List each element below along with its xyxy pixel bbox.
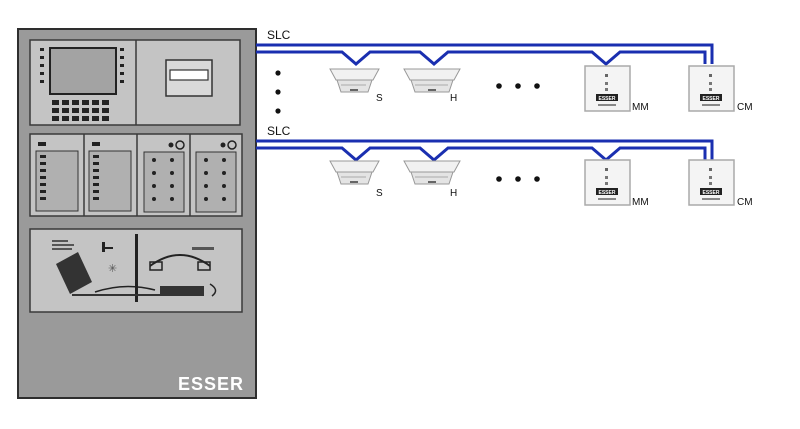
svg-text:✳: ✳ (108, 263, 117, 275)
module-plate-text: ESSER (599, 96, 616, 102)
small-printed-legend (52, 240, 214, 250)
device-label: CM (737, 197, 753, 208)
slc-loop-2: SLC S H ES (256, 124, 753, 208)
slc-label: SLC (267, 124, 291, 138)
heat-detector: H (403, 68, 461, 104)
module-plate-text: ESSER (703, 96, 720, 102)
heat-detector: H (403, 160, 461, 199)
device-label: S (376, 93, 383, 104)
slc-wire-pair (256, 43, 714, 66)
firefighter-telephone-module: ✳ (29, 228, 243, 313)
zone-led-strip-1 (35, 142, 79, 212)
monitor-module: ESSER MM (584, 65, 649, 113)
device-label: H (450, 188, 457, 199)
slc-wire-pair (256, 139, 714, 162)
indicator-modules (29, 133, 243, 217)
button-module-1 (143, 140, 185, 213)
device-label: MM (632, 102, 649, 113)
fire-alarm-control-panel: ✳ ESSER (17, 28, 257, 399)
vertical-ellipsis (275, 70, 281, 114)
button-module-2 (195, 140, 237, 213)
control-module: ESSER CM (688, 65, 753, 113)
module-plate-text: ESSER (599, 190, 616, 196)
handset-pictogram: ✳ (56, 234, 217, 302)
control-module: ESSER CM (688, 159, 753, 208)
printer-module (165, 59, 213, 97)
slc-loop-1: SLC S H (256, 28, 753, 113)
panel-brand-logo: ESSER (178, 374, 244, 394)
operator-module (29, 39, 241, 126)
smoke-detector: S (329, 68, 383, 104)
device-label: CM (737, 102, 753, 113)
display-side-leds (40, 48, 124, 83)
keypad (52, 100, 109, 121)
lcd-display-screen (49, 47, 117, 95)
zone-led-strip-2 (88, 142, 132, 212)
ellipsis-dots (496, 176, 540, 182)
ellipsis-dots (496, 83, 540, 89)
module-plate-text: ESSER (703, 190, 720, 196)
device-label: MM (632, 197, 649, 208)
slc-label: SLC (267, 28, 291, 42)
monitor-module: ESSER MM (584, 159, 649, 208)
smoke-detector: S (329, 160, 383, 199)
device-label: S (376, 188, 383, 199)
device-label: H (450, 93, 457, 104)
